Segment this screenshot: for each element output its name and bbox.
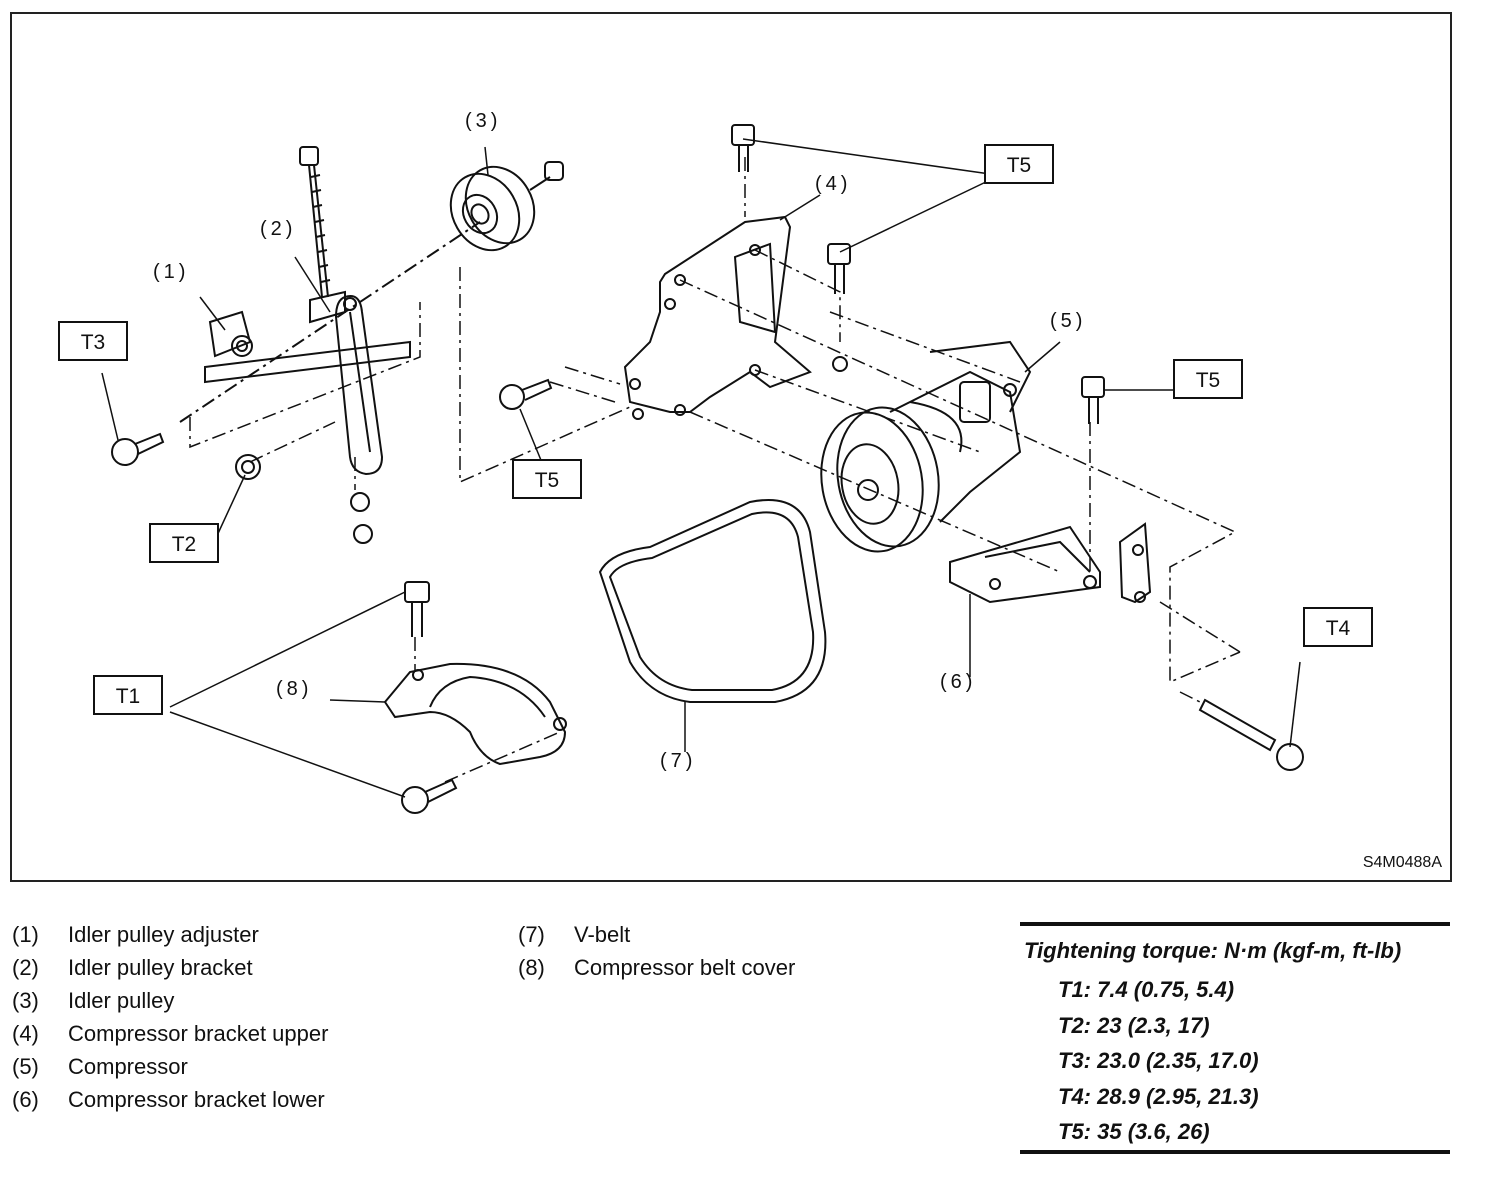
t5-tag-right	[1173, 359, 1243, 399]
adjuster-bolt	[299, 146, 331, 298]
compressor-bracket-upper	[623, 215, 848, 420]
legend-num: (2)	[12, 955, 39, 980]
t3-tag-label: T3	[81, 331, 106, 354]
callout-6: (6)	[940, 671, 976, 693]
diagram-code: S4M0488A	[1362, 854, 1442, 871]
callout-1: (1)	[153, 261, 189, 283]
torque-value-t2: T2: 23 (2.3, 17)	[1058, 1012, 1210, 1038]
callout-7: (7)	[660, 750, 696, 772]
torque-tags	[58, 144, 1373, 715]
callout-5: (5)	[1050, 310, 1086, 332]
compressor-bracket-lower	[949, 522, 1152, 604]
legend-name: Compressor bracket lower	[68, 1087, 325, 1112]
torque-value-t5: T5: 35 (3.6, 26)	[1058, 1119, 1210, 1144]
compressor	[820, 340, 1032, 553]
legend-name: Compressor bracket upper	[68, 1021, 329, 1046]
legend-name: Idler pulley adjuster	[68, 922, 259, 947]
legend-left: (1) Idler pulley adjuster (2) Idler pulley…	[12, 918, 328, 1116]
legend-item: (6) Compressor bracket lower	[12, 1083, 328, 1116]
t4-tag-label: T4	[1326, 617, 1351, 640]
torque-value-t4: T4: 28.9 (2.95, 21.3)	[1058, 1083, 1259, 1109]
idler-pulley-bracket	[309, 290, 384, 476]
torque-table: Tightening torque: N·m (kgf-m, ft-lb) T1…	[1020, 922, 1450, 1154]
t5-bolt-right	[1081, 376, 1105, 424]
t1-tag-label: T1	[116, 685, 141, 708]
torque-values: T1: 7.4 (0.75, 5.4) T2: 23 (2.3, 17) T3:…	[1058, 972, 1259, 1150]
t5-tag-top	[984, 144, 1054, 184]
legend-num: (1)	[12, 922, 39, 947]
t5-bolt-mid	[827, 243, 851, 294]
t5-tag-right-label: T5	[1196, 369, 1221, 392]
t5-tag-top-label: T5	[1007, 154, 1032, 177]
legend-item: (4) Compressor bracket upper	[12, 1017, 328, 1050]
legend-num: (4)	[12, 1021, 39, 1046]
legend-item: (3) Idler pulley	[12, 984, 328, 1017]
t4-bolt	[1198, 698, 1304, 771]
callout-4: (4)	[815, 173, 851, 195]
t3-bolt	[111, 221, 481, 466]
torque-heading: Tightening torque: N·m (kgf-m, ft-lb)	[1024, 938, 1402, 963]
t1-tag	[93, 675, 163, 715]
t1-bolt-bottom	[401, 778, 458, 814]
legend-item: (5) Compressor	[12, 1050, 328, 1083]
callout-8: (8)	[276, 678, 312, 700]
t5-tag-left-label: T5	[535, 469, 560, 492]
legend-name: Idler pulley bracket	[68, 955, 253, 980]
legend-middle: (7) V-belt (8) Compressor belt cover	[518, 918, 795, 984]
legend-num: (5)	[12, 1054, 39, 1079]
legend-num: (8)	[518, 955, 545, 980]
t3-tag	[58, 321, 128, 361]
torque-value-t1: T1: 7.4 (0.75, 5.4)	[1058, 977, 1235, 1002]
t2-tag	[149, 523, 219, 563]
torque-value-t3: T3: 23.0 (2.35, 17.0)	[1058, 1048, 1259, 1073]
callout-2: (2)	[260, 218, 296, 240]
t4-tag	[1303, 607, 1373, 647]
t2-tag-label: T2	[172, 533, 197, 556]
idler-pulley	[449, 161, 564, 252]
compressor-belt-cover	[383, 662, 567, 766]
t5-bolt-top	[731, 124, 755, 172]
legend-item: (1) Idler pulley adjuster	[12, 918, 328, 951]
exploded-diagram: T5 T5 T5 T3 T2 T1 T4 (1) (2) (3) (4) (5)…	[58, 110, 1373, 814]
callout-3: (3)	[465, 110, 501, 132]
legend-name: Compressor	[68, 1054, 188, 1079]
legend-name: Idler pulley	[68, 988, 175, 1013]
legend-item: (8) Compressor belt cover	[518, 951, 795, 984]
diagram-frame	[10, 12, 1452, 882]
v-belt	[598, 499, 827, 703]
legend-item: (7) V-belt	[518, 918, 795, 951]
idler-pulley-adjuster	[204, 310, 411, 384]
legend-name: Compressor belt cover	[574, 955, 796, 980]
t5-tag-left	[512, 459, 582, 499]
legend-name: V-belt	[574, 922, 631, 947]
legend-num: (3)	[12, 988, 39, 1013]
t1-bolt-top	[404, 581, 430, 637]
legend-item: (2) Idler pulley bracket	[12, 951, 328, 984]
legend-num: (7)	[518, 922, 545, 947]
legend-num: (6)	[12, 1087, 39, 1112]
t5-bolt-left	[499, 378, 553, 410]
